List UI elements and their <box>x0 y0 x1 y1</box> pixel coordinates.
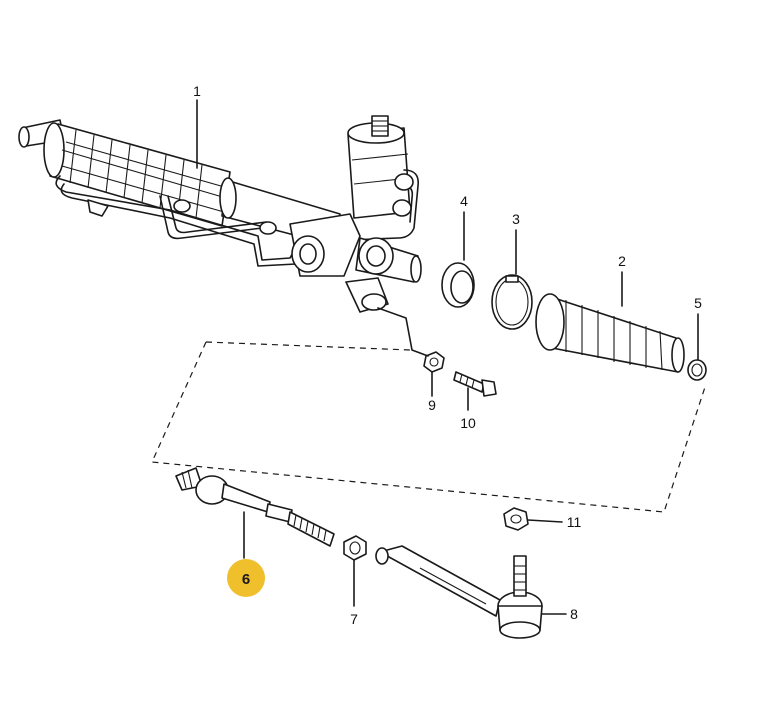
callout-4: 4 <box>460 193 468 209</box>
hose-clamp[interactable] <box>491 274 533 330</box>
tie-rod[interactable] <box>175 467 335 547</box>
callout-1: 1 <box>193 83 201 99</box>
nut-9[interactable] <box>423 351 445 373</box>
callout-7: 7 <box>350 611 358 627</box>
tie-rod-end[interactable] <box>375 545 543 639</box>
small-clamp[interactable] <box>687 359 707 381</box>
bolt-10[interactable] <box>453 371 497 397</box>
callout-5: 5 <box>694 295 702 311</box>
highlight-badge[interactable] <box>227 559 265 597</box>
bellows-boot[interactable] <box>535 293 685 373</box>
callout-2: 2 <box>618 253 626 269</box>
callout-10: 10 <box>460 415 476 431</box>
callout-8: 8 <box>570 606 578 622</box>
callout-11: 11 <box>567 514 582 530</box>
callout-9: 9 <box>428 397 436 413</box>
callout-6: 6 <box>242 571 250 588</box>
lock-nut[interactable] <box>343 535 367 561</box>
assembly-outline <box>151 341 707 513</box>
callout-3: 3 <box>512 211 520 227</box>
leader-line-9 <box>377 307 429 357</box>
nut-11[interactable] <box>503 507 529 531</box>
seal-ring[interactable] <box>441 262 475 308</box>
leader-line-11 <box>527 519 563 523</box>
steering-rack-assembly[interactable] <box>18 115 422 313</box>
